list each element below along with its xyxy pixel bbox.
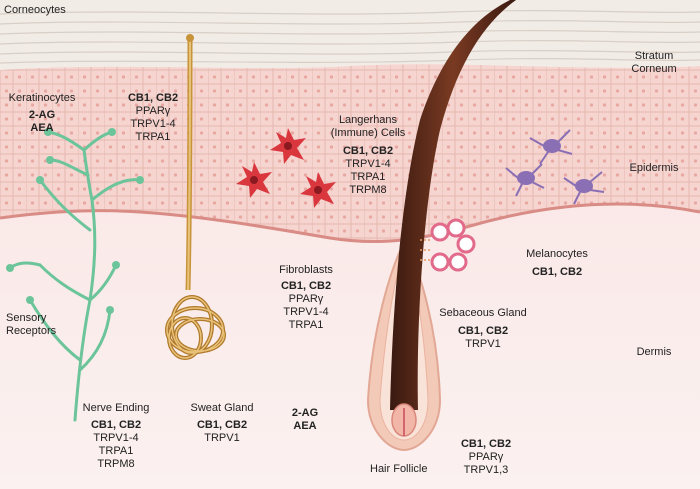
fibroblasts-name: Fibroblasts	[279, 264, 333, 276]
fibroblasts-item-1: CB1, CB2	[280, 280, 332, 292]
epidermal-receptor-1: CB1, CB2	[127, 92, 179, 104]
langerhans-cells-shape	[236, 128, 336, 208]
dermis-ligand-1: 2-AG	[291, 407, 319, 419]
langerhans-item-2: TRPV1-4	[345, 158, 391, 170]
sweat-name: Sweat Gland	[190, 402, 254, 414]
epidermis-label: Epidermis	[629, 162, 679, 174]
melanocytes-item-1: CB1, CB2	[531, 266, 583, 278]
keratinocytes-name: Keratinocytes	[8, 92, 76, 104]
nerve-ending-label: Nerve Ending CB1, CB2 TRPV1-4 TRPA1 TRPM…	[74, 402, 158, 471]
sebaceous-gland-shape	[430, 218, 476, 272]
sweat-gland-label: Sweat Gland CB1, CB2 TRPV1	[180, 402, 264, 445]
dermis-ligands-label: 2-AG AEA	[280, 407, 330, 433]
hair-follicle-shape	[366, 0, 516, 452]
sebaceous-name: Sebaceous Gland	[439, 307, 527, 319]
keratinocytes-label: Keratinocytes 2-AG AEA	[4, 92, 80, 135]
epidermal-receptor-2: PPARγ	[135, 105, 171, 117]
melanocytes-label: Melanocytes CB1, CB2	[515, 248, 599, 279]
epidermal-receptor-4: TRPA1	[135, 131, 171, 143]
hair-follicle-item-2: PPARγ	[468, 451, 504, 463]
sweat-item-2: TRPV1	[204, 432, 240, 444]
stratum-corneum-line-2: Corneum	[631, 63, 677, 75]
nerve-item-3: TRPA1	[98, 445, 134, 457]
nerve-item-1: CB1, CB2	[90, 419, 142, 431]
nerve-ending-shape	[8, 130, 142, 422]
sebaceous-item-2: TRPV1	[465, 338, 501, 350]
sweat-item-1: CB1, CB2	[196, 419, 248, 431]
stratum-corneum-label: Stratum Corneum	[614, 50, 694, 76]
hair-follicle-item-3: TRPV1,3	[463, 464, 509, 476]
epidermal-receptors-label: CB1, CB2 PPARγ TRPV1-4 TRPA1	[118, 92, 188, 144]
hair-follicle-label: Hair Follicle	[370, 463, 428, 475]
sensory-receptors-label: Sensory Receptors	[6, 312, 56, 338]
melanocytes-shape	[505, 129, 605, 205]
sensory-name-1: Sensory	[6, 312, 47, 324]
stratum-corneum-line-1: Stratum	[634, 50, 674, 62]
langerhans-item-3: TRPA1	[350, 171, 386, 183]
langerhans-name-2: (Immune) Cells	[330, 127, 406, 139]
nerve-item-4: TRPM8	[97, 458, 135, 470]
fibroblasts-item-4: TRPA1	[288, 319, 324, 331]
keratinocytes-item-1: 2-AG	[28, 109, 56, 121]
hair-follicle-item-1: CB1, CB2	[460, 438, 512, 450]
sweat-gland-shape	[165, 34, 226, 360]
epidermis-layer	[0, 64, 700, 242]
sebaceous-item-1: CB1, CB2	[457, 325, 509, 337]
epidermal-receptor-3: TRPV1-4	[130, 118, 176, 130]
fibroblasts-label: Fibroblasts CB1, CB2 PPARγ TRPV1-4 TRPA1	[266, 264, 346, 332]
langerhans-item-1: CB1, CB2	[342, 145, 394, 157]
langerhans-item-4: TRPM8	[349, 184, 387, 196]
nerve-item-2: TRPV1-4	[93, 432, 139, 444]
dermis-ligand-2: AEA	[293, 420, 317, 432]
sensory-name-2: Receptors	[6, 325, 57, 337]
sebaceous-gland-label: Sebaceous Gland CB1, CB2 TRPV1	[428, 307, 538, 351]
fibroblasts-item-2: PPARγ	[288, 293, 324, 305]
hair-follicle-receptors-label: CB1, CB2 PPARγ TRPV1,3	[446, 438, 526, 477]
nerve-name: Nerve Ending	[82, 402, 150, 414]
keratinocytes-item-2: AEA	[30, 122, 54, 134]
corneocytes-label: Corneocytes	[4, 4, 66, 16]
langerhans-name-1: Langerhans	[338, 114, 398, 126]
dermis-label: Dermis	[636, 346, 672, 358]
melanocytes-name: Melanocytes	[526, 248, 588, 260]
langerhans-label: Langerhans (Immune) Cells CB1, CB2 TRPV1…	[318, 114, 418, 197]
fibroblasts-item-3: TRPV1-4	[283, 306, 329, 318]
